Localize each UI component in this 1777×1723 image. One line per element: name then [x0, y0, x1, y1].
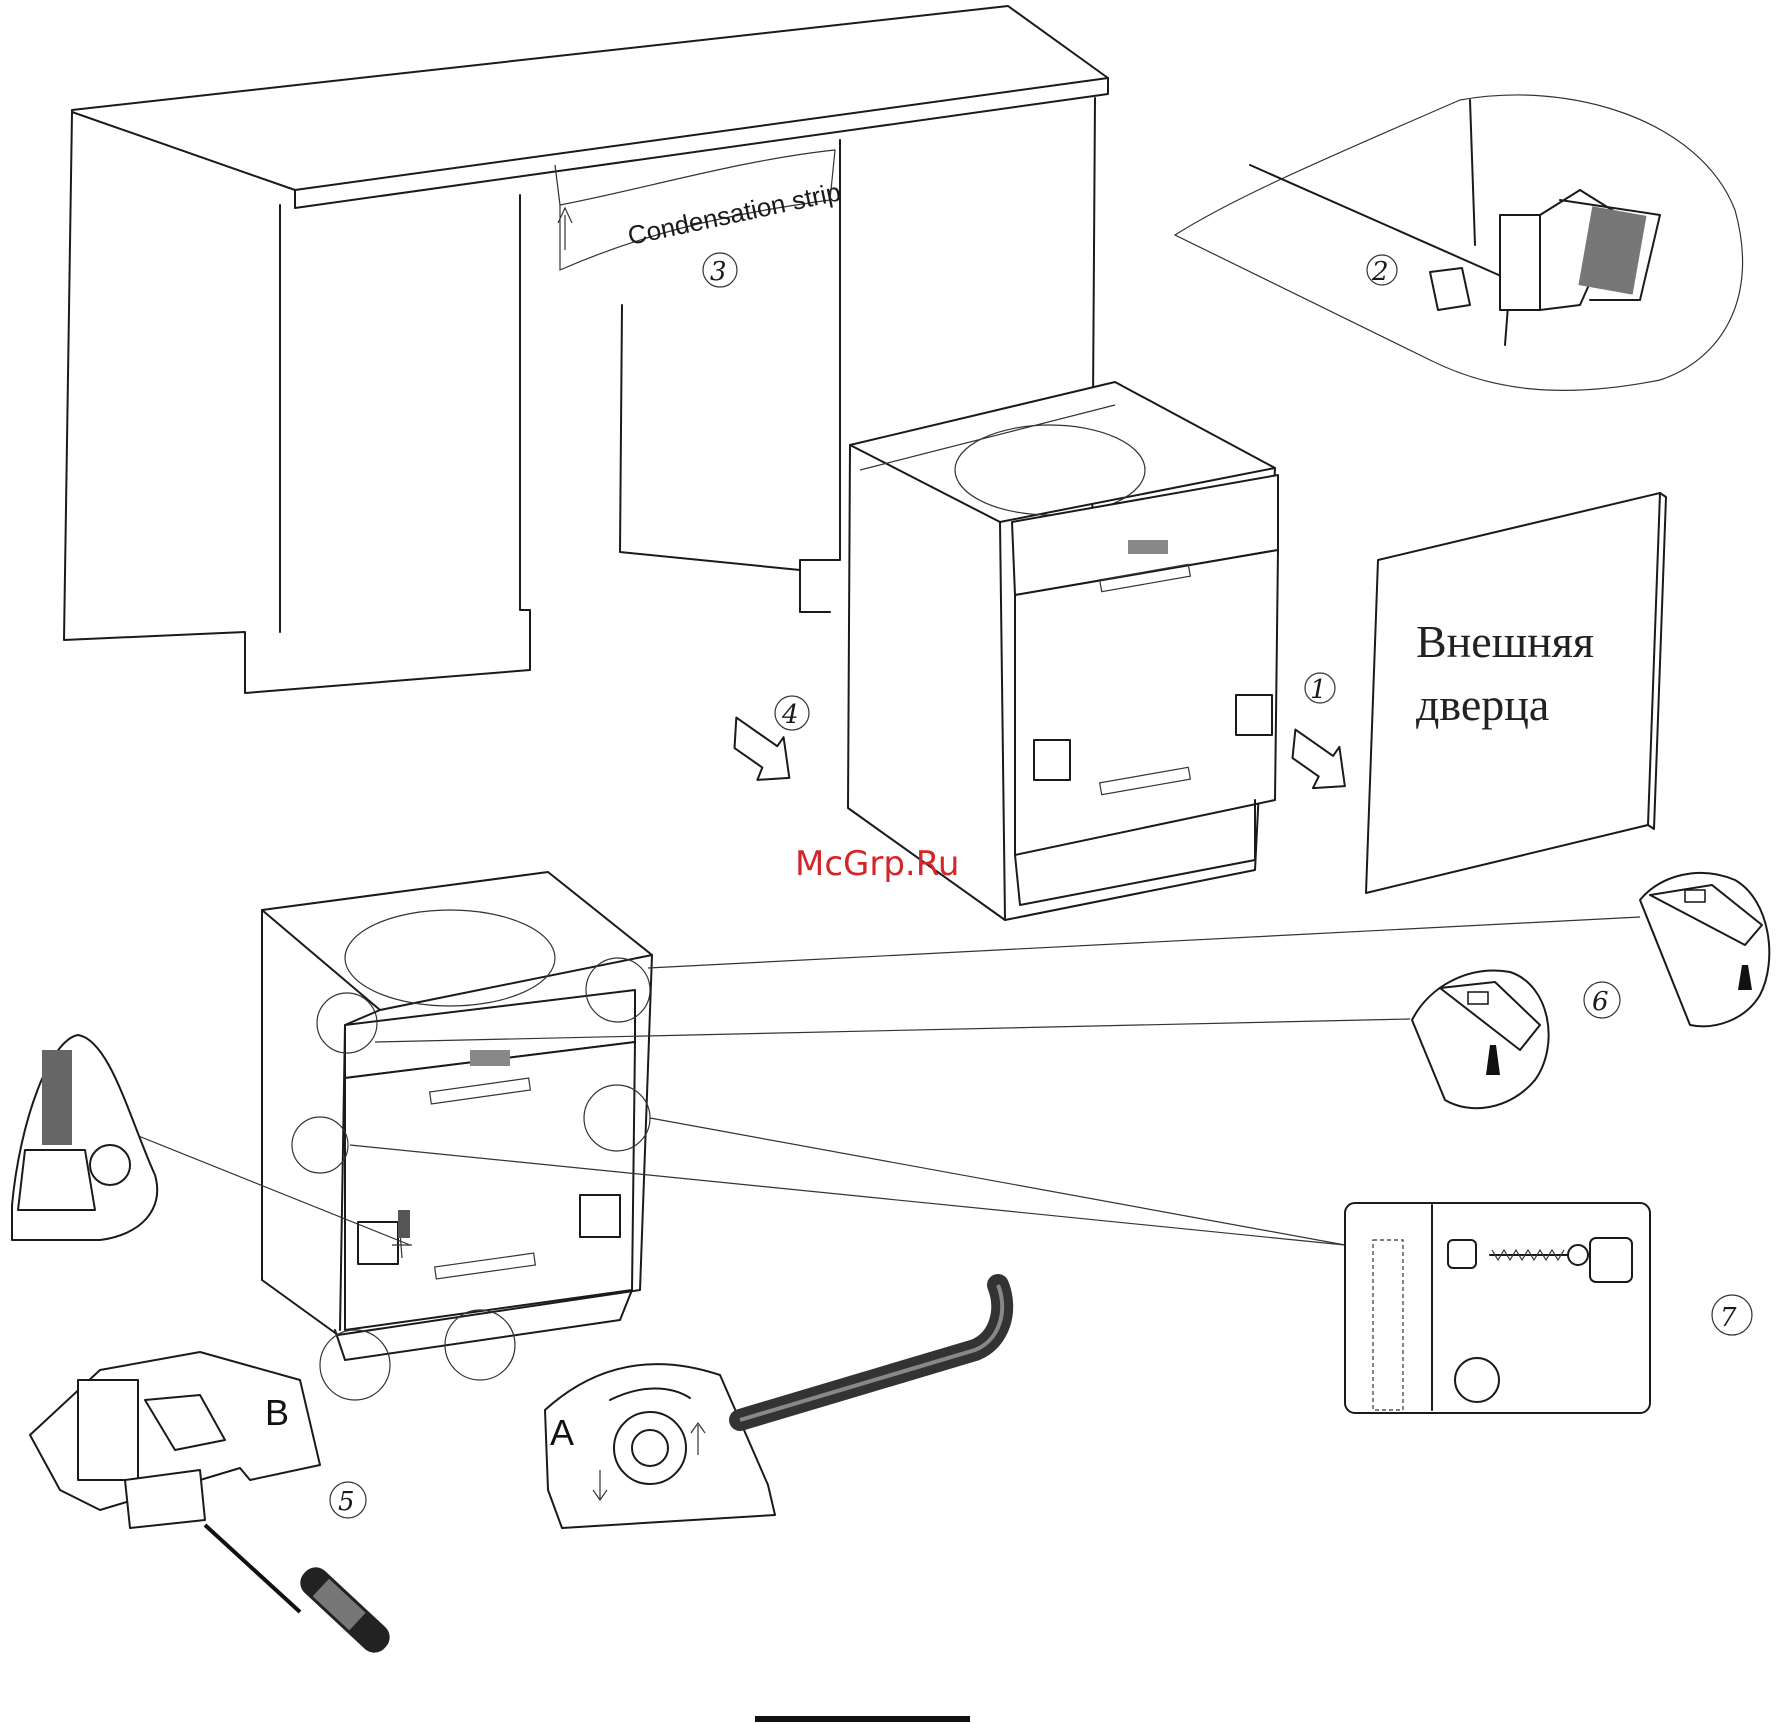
detail-a: A: [545, 1364, 775, 1528]
outer-door-text-line2: дверца: [1416, 679, 1549, 730]
step-number-5: 5: [330, 1482, 366, 1518]
kitchen-cabinet: Condensation strip: [64, 6, 1108, 693]
step-number-6: 6: [1584, 982, 1620, 1018]
svg-text:2: 2: [1371, 257, 1389, 287]
hex-key-icon: [740, 1285, 1002, 1420]
svg-text:4: 4: [781, 700, 799, 730]
step-number-3: 3: [703, 253, 737, 287]
detail-2-hinge: [1175, 95, 1743, 390]
outer-door-panel: Внешняя дверца: [1366, 493, 1666, 893]
svg-text:7: 7: [1720, 1303, 1737, 1333]
watermark-text: McGrp.Ru: [795, 844, 959, 884]
condensation-strip-label: Condensation strip: [625, 176, 843, 250]
bottom-rule: [755, 1716, 970, 1722]
detail-b-label: B: [265, 1392, 289, 1433]
svg-text:1: 1: [1310, 675, 1327, 705]
step-number-1: 1: [1305, 673, 1335, 705]
arrow-left-icon: [1274, 721, 1362, 803]
svg-text:6: 6: [1592, 987, 1609, 1017]
svg-text:5: 5: [338, 1487, 355, 1517]
detail-a-label: A: [550, 1412, 574, 1453]
leveling-foot-detail: [12, 1035, 157, 1240]
detail-6-brackets: [1412, 873, 1769, 1108]
step-number-7: 7: [1712, 1295, 1752, 1335]
step-number-4: 4: [775, 696, 809, 730]
detail-7-screw: [1345, 1203, 1650, 1413]
screwdriver-icon: [205, 1525, 395, 1658]
svg-text:3: 3: [710, 257, 727, 287]
outer-door-text-line1: Внешняя: [1416, 616, 1594, 667]
dishwasher-assembled: [262, 872, 652, 1360]
step-number-2: 2: [1367, 255, 1397, 287]
detail-b: B: [30, 1352, 320, 1528]
dishwasher-top: [848, 382, 1278, 920]
